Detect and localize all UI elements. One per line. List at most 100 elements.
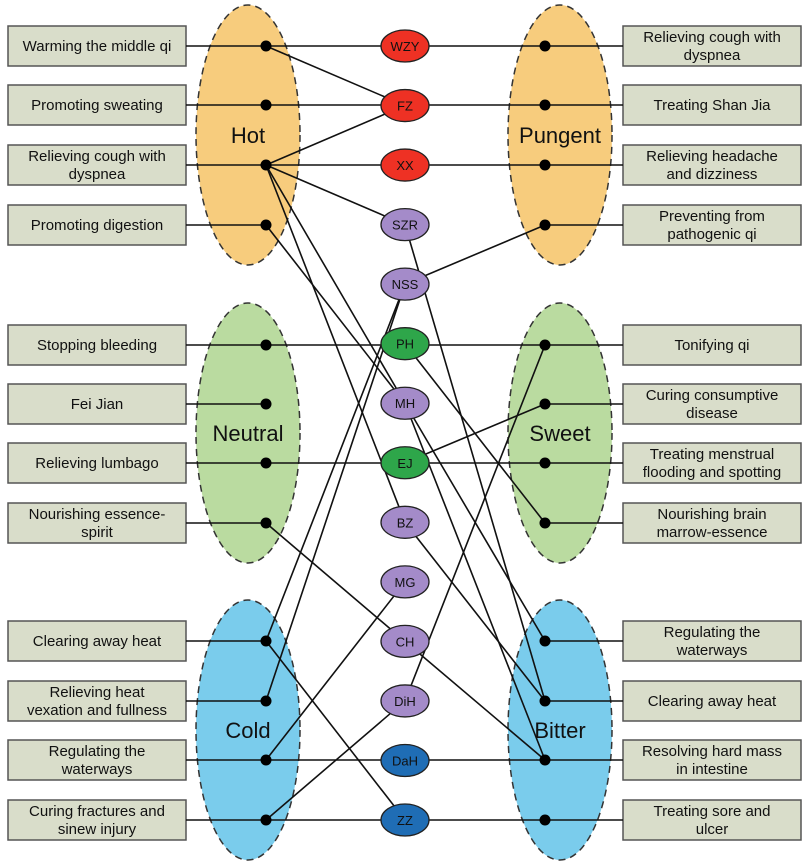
connection-CH-R11 [404, 640, 546, 761]
herb-node-label: DiH [394, 694, 416, 709]
herb-node-label: SZR [392, 218, 418, 233]
group-label-pungent: Pungent [519, 123, 601, 148]
left-effect-box: Nourishing essence-spirit [7, 502, 266, 544]
right-connector-dot [539, 219, 551, 231]
left-connector-dot [260, 695, 272, 707]
herb-node-xx: XX [380, 148, 430, 182]
right-connector-dot [539, 398, 551, 410]
right-effect-label: Regulating the [664, 624, 761, 641]
herb-node-shape [380, 565, 430, 599]
right-effect-label: Tonifying qi [674, 337, 749, 354]
right-effect-box-frame [622, 799, 802, 841]
herb-node-shape [380, 386, 430, 420]
left-effect-box: Promoting sweating [7, 84, 266, 126]
herb-node-fz: FZ [380, 88, 430, 123]
left-connector-dot [260, 635, 272, 647]
group-ellipse-neutral [195, 302, 301, 564]
left-effect-label: spirit [81, 524, 114, 541]
herb-node-label: WZY [391, 39, 420, 54]
connection-SZR-R10 [404, 224, 546, 702]
connection-L9-ZZ [265, 640, 406, 821]
herb-node-shape [380, 446, 430, 480]
left-effect-label: dyspnea [69, 166, 126, 183]
group-ellipse-cold [195, 599, 301, 861]
left-effect-label: Promoting digestion [31, 217, 164, 234]
right-effect-label: Treating menstrual [650, 446, 775, 463]
herb-node-shape [380, 327, 430, 361]
left-connector-dot [260, 99, 272, 111]
left-effect-box-frame [7, 84, 187, 126]
herb-node-dah: DaH [380, 743, 430, 778]
left-connector-dot [260, 40, 272, 52]
right-effect-box: Treating Shan Jia [545, 84, 802, 126]
group-ellipse-hot [195, 4, 301, 266]
left-effect-label: Relieving lumbago [35, 455, 158, 472]
right-effect-label: Curing consumptive [646, 387, 779, 404]
left-connector-dot [260, 398, 272, 410]
group-label-sweet: Sweet [529, 421, 590, 446]
right-effect-label: Preventing from [659, 208, 765, 225]
right-effect-box-frame [622, 442, 802, 484]
herb-node-shape [380, 148, 430, 182]
left-effect-label: Nourishing essence- [29, 506, 166, 523]
right-effect-box-frame [622, 739, 802, 781]
right-effect-label: in intestine [676, 761, 748, 778]
herb-node-shape [380, 267, 430, 301]
herb-node-shape [380, 803, 430, 837]
left-effect-box-frame [7, 680, 187, 722]
connection-L4-MH [265, 224, 406, 404]
herb-node-shape [380, 505, 430, 539]
left-effect-label: Warming the middle qi [23, 38, 172, 55]
left-effect-box-frame [7, 799, 187, 841]
right-effect-label: Treating sore and [653, 803, 770, 820]
right-effect-box-frame [622, 84, 802, 126]
herb-node-mh: MH [380, 386, 430, 420]
right-connector-dot [539, 159, 551, 171]
connection-L3-FZ [265, 104, 406, 166]
right-effect-label: Clearing away heat [648, 693, 777, 710]
connection-L11-MG [265, 581, 406, 761]
right-connector-dot [539, 635, 551, 647]
left-effect-box: Promoting digestion [7, 204, 266, 246]
connection-L3-SZR [265, 164, 406, 226]
herb-node-wzy: WZY [380, 29, 430, 63]
herb-node-label: XX [396, 158, 414, 173]
right-effect-label: and dizziness [667, 166, 758, 183]
herb-node-label: BZ [397, 515, 414, 530]
right-effect-box: Tonifying qi [545, 324, 802, 366]
herb-node-shape [380, 743, 430, 778]
herb-node-label: EJ [397, 456, 412, 471]
herb-node-label: ZZ [397, 813, 413, 828]
group-ellipse-pungent [507, 4, 613, 266]
herb-node-shape [380, 88, 430, 123]
herb-node-shape [380, 207, 430, 242]
right-connector-dot [539, 695, 551, 707]
right-effect-label: pathogenic qi [667, 226, 756, 243]
left-effect-box: Warming the middle qi [7, 25, 266, 67]
right-effect-label: disease [686, 405, 738, 422]
herb-node-shape [380, 624, 430, 659]
herb-node-ph: PH [380, 327, 430, 361]
right-connector-dot [539, 517, 551, 529]
left-effect-label: waterways [61, 761, 133, 778]
herb-node-label: MG [395, 575, 416, 590]
left-effect-box: Fei Jian [7, 383, 266, 425]
left-effect-box: Stopping bleeding [7, 324, 266, 366]
group-ellipse-sweet [507, 302, 613, 564]
connection-PH-R8 [404, 343, 546, 524]
left-effect-box: Clearing away heat [7, 620, 266, 662]
group-label-hot: Hot [231, 123, 265, 148]
left-effect-label: Promoting sweating [31, 97, 163, 114]
connector-dots [260, 40, 551, 826]
right-effect-label: waterways [676, 642, 748, 659]
left-effect-label: Relieving heat [49, 684, 145, 701]
